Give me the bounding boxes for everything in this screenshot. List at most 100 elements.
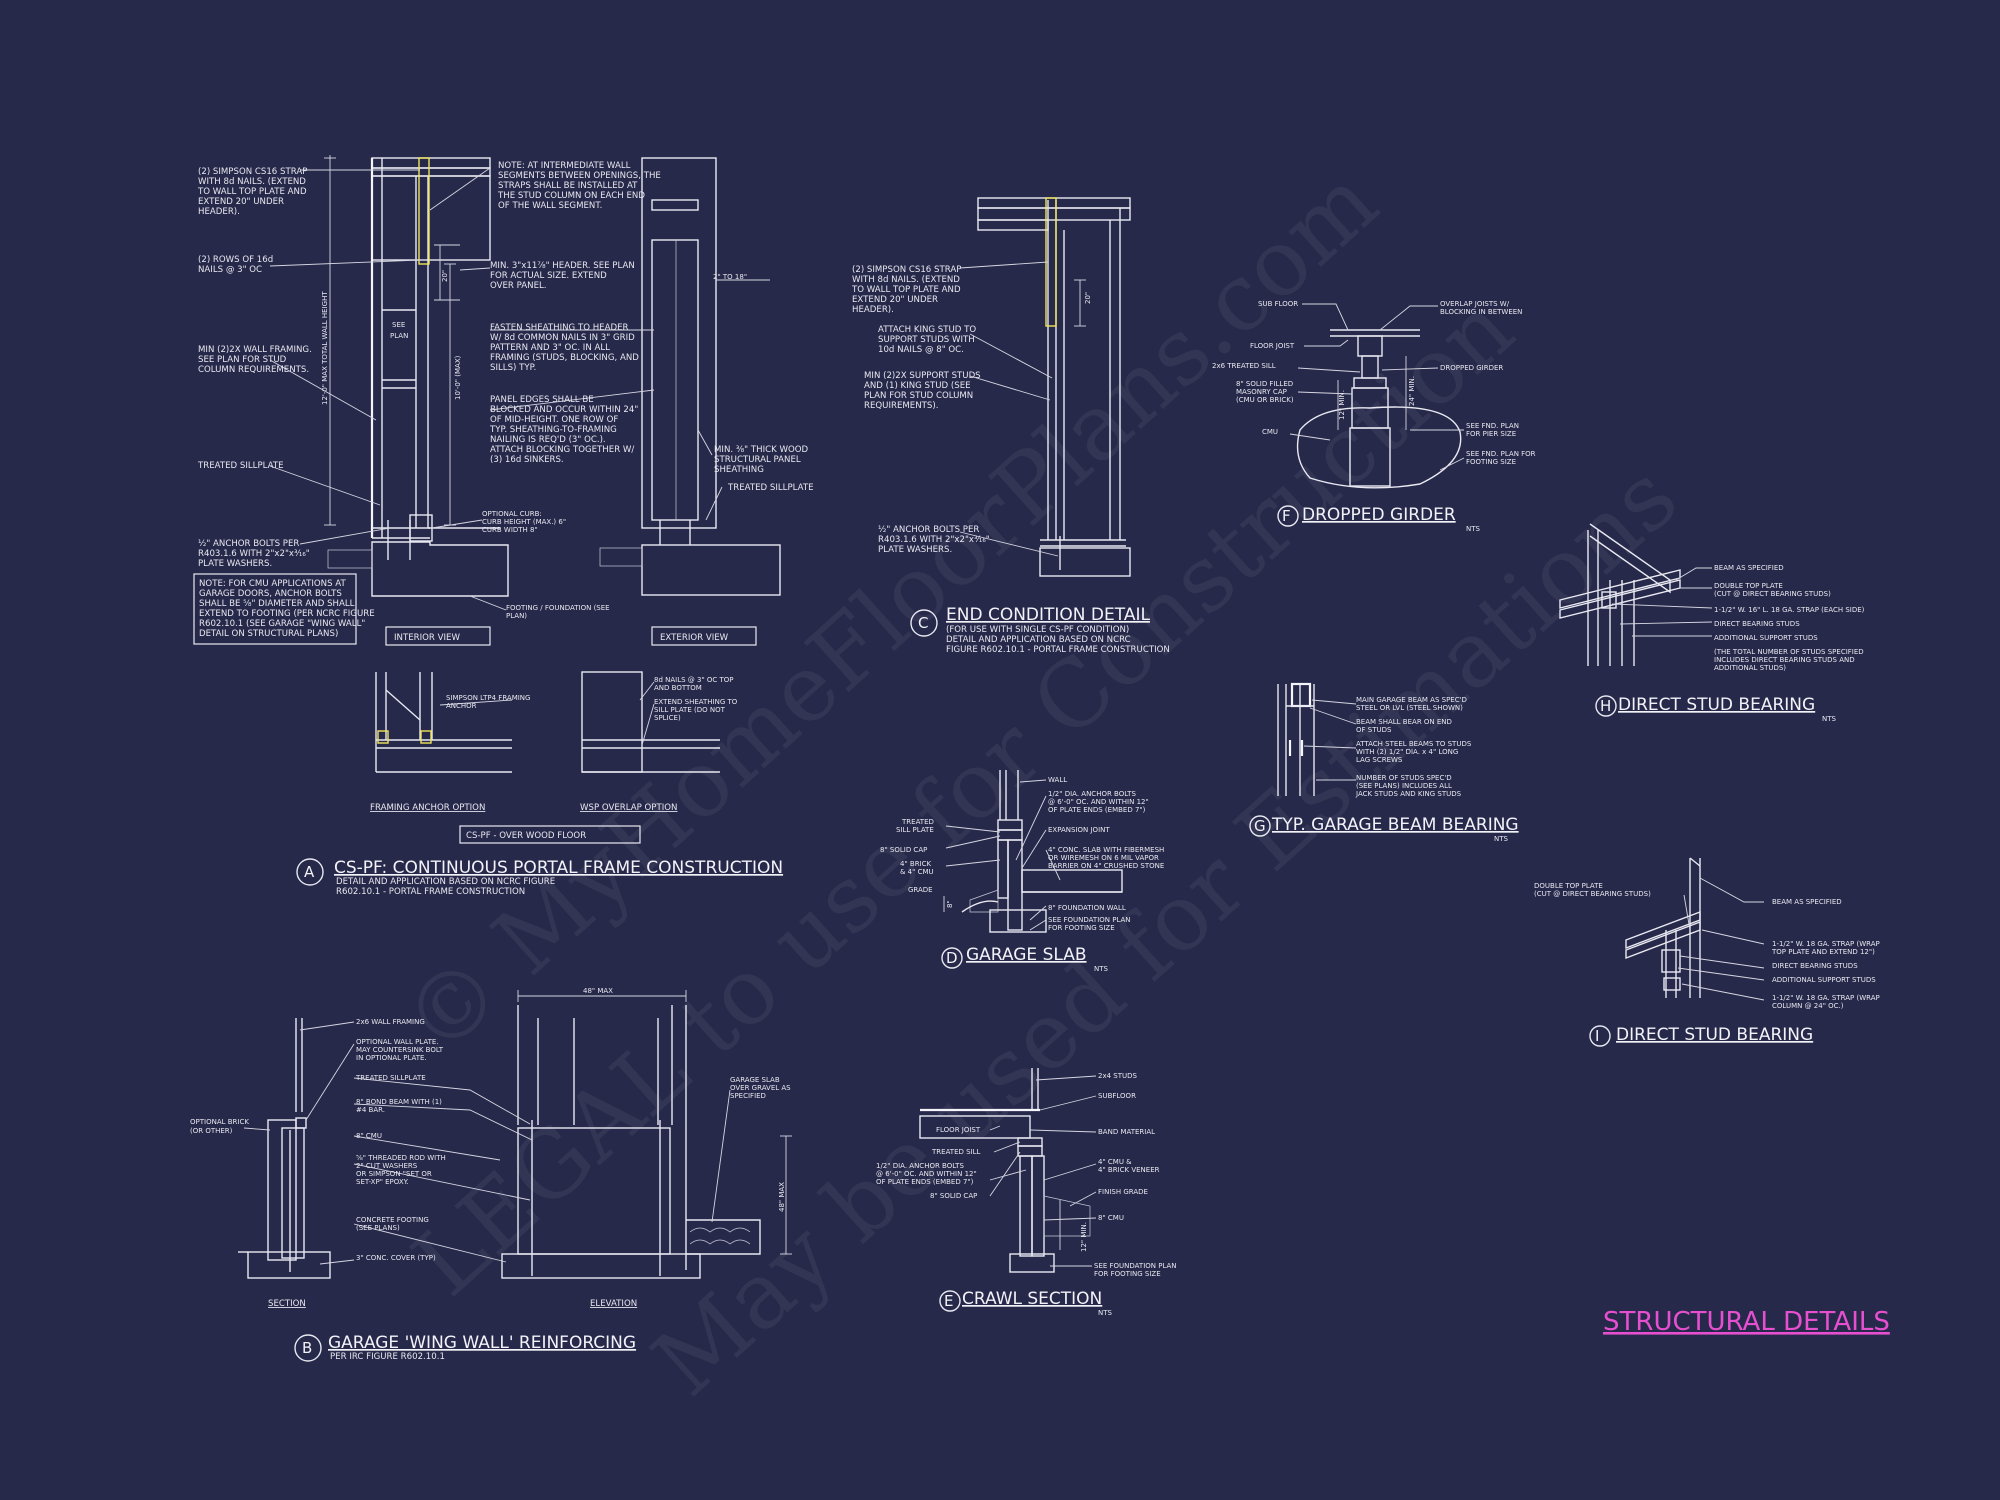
detail-h-title: DIRECT STUD BEARING [1618, 695, 1815, 715]
detail-i-note: ADDITIONAL SUPPORT STUDS [1772, 976, 1876, 984]
detail-e-left-note: TREATED SILL [931, 1148, 981, 1156]
detail-g-letter: G [1254, 817, 1266, 835]
detail-f-dim-12: 12" MIN. [1338, 390, 1346, 420]
detail-e-letter: E [944, 1292, 953, 1310]
detail-h-letter: H [1600, 697, 1611, 715]
detail-a-exterior-view: 2" TO 18" EXTERIOR VIEW [599, 157, 781, 646]
detail-c-letter: C [918, 614, 928, 632]
detail-i: DOUBLE TOP PLATE(CUT @ DIRECT BEARING ST… [1534, 857, 1880, 1047]
detail-b-title: GARAGE 'WING WALL' REINFORCING [328, 1333, 636, 1353]
detail-d-left-note: 4" BRICK& 4" CMU [900, 860, 934, 876]
detail-b-note: 3" CONC. COVER (TYP) [356, 1254, 436, 1262]
detail-e-left-note: FLOOR JOIST [936, 1126, 981, 1134]
detail-f: 12" MIN. 24" MIN. SUB FLOOR FLOOR JOIST … [1212, 300, 1536, 533]
detail-h-note: 1-1/2" W. 16" L. 18 GA. STRAP (EACH SIDE… [1714, 606, 1865, 614]
detail-f-left-notes: SUB FLOOR FLOOR JOIST 2x6 TREATED SILL 8… [1212, 300, 1298, 436]
detail-f-letter: F [1282, 507, 1291, 525]
detail-i-left-note-text: DOUBLE TOP PLATE(CUT @ DIRECT BEARING ST… [1534, 882, 1651, 898]
detail-a-title: CS-PF: CONTINUOUS PORTAL FRAME CONSTRUCT… [334, 858, 783, 878]
detail-e-left-note: 8" SOLID CAP [930, 1192, 977, 1200]
detail-b-dim-48v: 48" MAX [778, 1182, 786, 1212]
detail-a-interior-view: 12'-0" MAX TOTAL WALL HEIGHT 10'-0" (MAX… [321, 155, 509, 646]
detail-e-note: 8" CMU [1098, 1214, 1124, 1222]
detail-a-letter: A [304, 863, 315, 881]
detail-a-exterior-view-label: EXTERIOR VIEW [660, 633, 729, 643]
detail-b-section-label: SECTION [268, 1299, 306, 1309]
detail-a-dim-2to18: 2" TO 18" [713, 273, 747, 281]
detail-d-note: WALL [1048, 776, 1067, 784]
detail-a-note-left: MIN (2)2X WALL FRAMING.SEE PLAN FOR STUD… [198, 345, 312, 375]
detail-e-notes: 2x4 STUDS SUBFLOOR BAND MATERIAL 4" CMU … [1094, 1072, 1177, 1278]
detail-a-note-left: TREATED SILLPLATE [197, 461, 284, 471]
detail-b-sub: PER IRC FIGURE R602.10.1 [330, 1352, 445, 1362]
detail-g-note: NUMBER OF STUDS SPEC'D(SEE PLANS) INCLUD… [1355, 774, 1462, 798]
detail-d-left-note: GRADE [908, 886, 933, 894]
detail-a-framing-anchor-label: FRAMING ANCHOR OPTION [370, 803, 485, 813]
detail-d-note: 8" FOUNDATION WALL [1048, 904, 1126, 912]
detail-f-nts: NTS [1466, 525, 1481, 533]
detail-f-right-note: DROPPED GIRDER [1440, 364, 1503, 372]
detail-f-right-notes: OVERLAP JOISTS W/BLOCKING IN BETWEEN DRO… [1440, 300, 1536, 466]
detail-a-see-plan-2: PLAN [390, 332, 408, 340]
detail-h-note: DIRECT BEARING STUDS [1714, 620, 1800, 628]
detail-e-title: CRAWL SECTION [962, 1289, 1102, 1309]
detail-h-note: BEAM AS SPECIFIED [1714, 564, 1784, 572]
detail-a-interior-view-label: INTERIOR VIEW [394, 633, 460, 643]
detail-e-dim-12: 12" MIN. [1080, 1222, 1088, 1252]
detail-b-note: TREATED SILLPLATE [355, 1074, 426, 1082]
detail-b-note: OPTIONAL WALL PLATE.MAY COUNTERSINK BOLT… [356, 1038, 444, 1062]
detail-c-dim-20: 20" [1084, 292, 1092, 304]
detail-f-left-note: FLOOR JOIST [1250, 342, 1295, 350]
detail-c-sub: (FOR USE WITH SINGLE CS-PF CONDITION)DET… [946, 625, 1170, 655]
detail-e-note: 2x4 STUDS [1098, 1072, 1138, 1080]
detail-f-right-note: OVERLAP JOISTS W/BLOCKING IN BETWEEN [1440, 300, 1522, 316]
detail-f-dim-24: 24" MIN. [1408, 376, 1416, 406]
detail-e-note: FINISH GRADE [1098, 1188, 1148, 1196]
detail-b-note: 8" BOND BEAM WITH (1)#4 BAR. [356, 1098, 442, 1114]
detail-d-note: 1/2" DIA. ANCHOR BOLTS@ 6'-0" OC. AND WI… [1048, 790, 1149, 814]
detail-b-notes: 2x6 WALL FRAMING OPTIONAL WALL PLATE.MAY… [355, 1018, 446, 1262]
detail-d-letter: D [946, 949, 958, 967]
detail-d-note: EXPANSION JOINT [1048, 826, 1110, 834]
detail-i-note: DIRECT BEARING STUDS [1772, 962, 1858, 970]
detail-a-sub-2: R602.10.1 - PORTAL FRAME CONSTRUCTION [336, 887, 525, 897]
detail-b-note: 8" CMU [356, 1132, 382, 1140]
detail-b-note: CONCRETE FOOTING(SEE PLANS) [356, 1216, 429, 1232]
detail-a-dim-10: 10'-0" (MAX) [454, 355, 462, 400]
detail-e-note: 4" CMU &4" BRICK VENEER [1098, 1158, 1160, 1174]
detail-e-left-note: 1/2" DIA. ANCHOR BOLTS@ 6'-0" OC. AND WI… [876, 1162, 977, 1186]
detail-g-nts: NTS [1494, 835, 1509, 843]
detail-a: 12'-0" MAX TOTAL WALL HEIGHT 10'-0" (MAX… [193, 155, 814, 897]
detail-b-dim-48: 48" MAX [583, 987, 613, 995]
detail-a-dim-20: 20" [441, 270, 449, 282]
detail-e: 12" MIN. FLOOR JOIST TREATED SILL 1/2" D… [876, 1068, 1177, 1317]
detail-b-letter: B [302, 1339, 312, 1357]
detail-h-note: ADDITIONAL SUPPORT STUDS [1714, 634, 1818, 642]
detail-b-note: 2x6 WALL FRAMING [356, 1018, 425, 1026]
detail-f-left-note: SUB FLOOR [1258, 300, 1298, 308]
detail-d-notes: WALL 1/2" DIA. ANCHOR BOLTS@ 6'-0" OC. A… [1048, 776, 1164, 932]
